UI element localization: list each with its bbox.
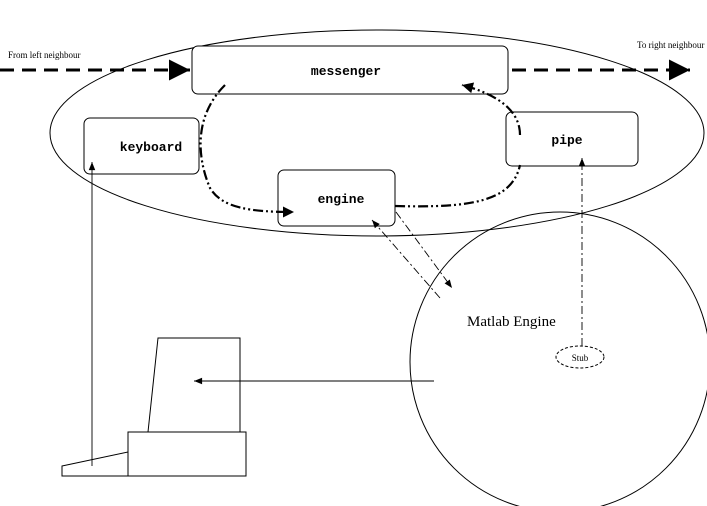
engine-to-pipe-flow (395, 165, 520, 206)
keyboard-label: keyboard (120, 140, 182, 155)
stub-label: Stub (572, 353, 589, 363)
monitor-screen (148, 338, 240, 432)
engine-matlab-link-up (372, 220, 440, 298)
engine-matlab-link-down (396, 212, 452, 288)
matlab-engine-label: Matlab Engine (467, 314, 556, 330)
from-left-neighbour-label: From left neighbour (8, 50, 81, 60)
computer-base (128, 432, 246, 476)
keyboard-device (62, 452, 128, 476)
to-right-neighbour-label: To right neighbour (637, 40, 704, 50)
engine-label: engine (318, 192, 365, 207)
computer-terminal-icon (62, 338, 246, 476)
messenger-label: messenger (311, 64, 381, 79)
pipe-label: pipe (551, 133, 582, 148)
